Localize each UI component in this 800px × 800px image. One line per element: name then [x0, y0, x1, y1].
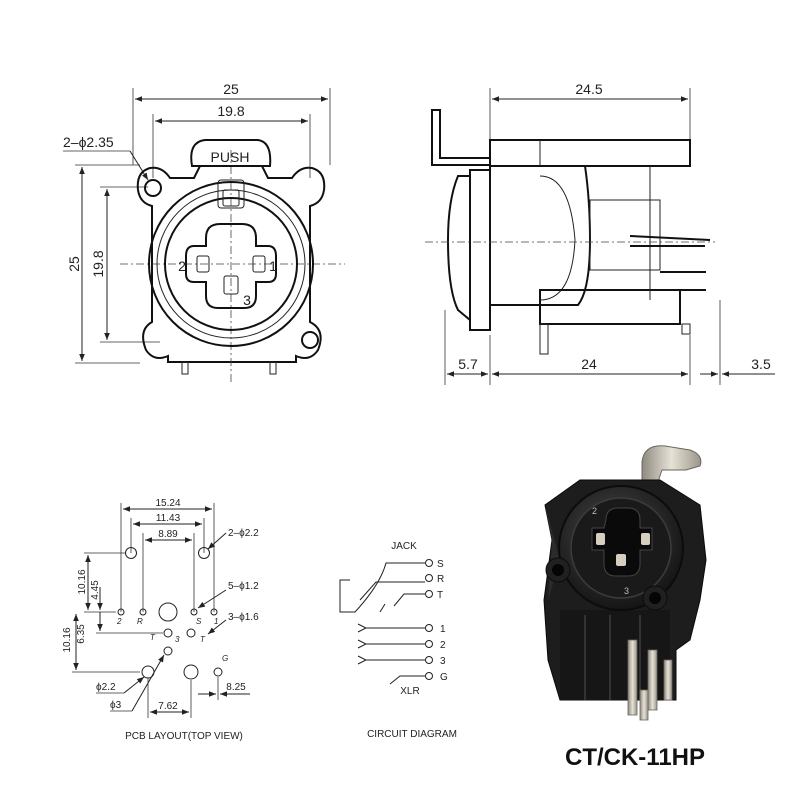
pad-label-2: 2 [116, 617, 122, 626]
circuit-caption: CIRCUIT DIAGRAM [367, 729, 457, 740]
xlr-terminal-1: 1 [440, 624, 446, 635]
pin [663, 659, 673, 701]
pad-label-r: R [137, 617, 143, 626]
jack-label: JACK [391, 541, 417, 552]
pin-1-label: 1 [269, 258, 277, 274]
dim-10-16-top: 10.16 [77, 569, 88, 594]
xlr-label: XLR [400, 686, 419, 697]
jack-terminal-r: R [437, 574, 444, 585]
xlr-terminal-g: G [440, 672, 448, 683]
pad-label-1: 1 [214, 617, 218, 626]
mount-hole-top-left [144, 179, 162, 197]
dim-top-length: 24.5 [575, 81, 602, 97]
dim-11-43: 11.43 [156, 513, 181, 524]
dim-5-holes: 5–ϕ1.2 [228, 581, 259, 592]
combo-opening [185, 223, 277, 309]
pcb-layout: 15.24 11.43 8.89 2–ϕ2.2 2 R S 1 5–ϕ1.2 3… [62, 498, 259, 742]
pad-label-g: G [222, 654, 228, 663]
dim-hole-spacing-height: 19.8 [90, 250, 106, 277]
pad-label-3: 3 [175, 635, 180, 644]
dim-6-35: 6.35 [76, 624, 87, 644]
mount-hole-bottom-right [301, 331, 319, 349]
pin [639, 689, 649, 721]
push-latch [190, 139, 272, 167]
pin-2-label: 2 [178, 258, 186, 274]
dim-overall-height: 25 [66, 256, 82, 272]
dim-pins: 3.5 [751, 356, 771, 372]
dim-8-25: 8.25 [226, 682, 246, 693]
side-view: 24.5 5.7 24 3.5 [425, 81, 775, 385]
dim-overall-width: 25 [223, 81, 239, 97]
dim-4-45: 4.45 [90, 580, 101, 600]
front-flange-outline [136, 165, 326, 363]
pcb-layout-caption: PCB LAYOUT(TOP VIEW) [125, 731, 243, 742]
xlr-terminal-3: 3 [440, 656, 446, 667]
model-name: CT/CK-11HP [565, 744, 705, 771]
dim-8-89: 8.89 [158, 529, 178, 540]
jack-terminal-t: T [437, 590, 443, 601]
circuit-diagram: JACK S R T 1 2 3 G XLR CIRCUIT DIAGRAM [339, 541, 457, 740]
dim-10-16-bottom: 10.16 [62, 627, 73, 652]
dim-15-24: 15.24 [155, 498, 180, 509]
pad-label-t1: T [150, 633, 156, 642]
dim-7-62: 7.62 [158, 701, 178, 712]
dim-phi-2-2: ϕ2.2 [96, 682, 116, 693]
push-label: PUSH [211, 149, 250, 165]
pad-label-s: S [196, 617, 202, 626]
pin-3-label: 3 [243, 292, 251, 308]
dim-3-holes: 3–ϕ1.6 [228, 612, 259, 623]
dim-hole-spacing-width: 19.8 [217, 103, 244, 119]
dim-2-holes: 2–ϕ2.2 [228, 528, 259, 539]
jack-terminal-s: S [437, 559, 444, 570]
face-number-3: 3 [624, 586, 629, 596]
dim-mount-holes: 2–ϕ2.35 [63, 134, 114, 150]
dim-phi-3: ϕ3 [110, 700, 122, 711]
pad-label-t2: T [200, 635, 206, 644]
front-ring-inner [164, 197, 298, 331]
front-view: 25 19.8 2–ϕ2.35 25 19.8 PUSH [63, 81, 345, 385]
xlr-terminal-2: 2 [440, 640, 446, 651]
dim-body: 24 [581, 356, 597, 372]
product-photo: 2 3 CT/CK-11HP [543, 445, 707, 771]
dim-front: 5.7 [458, 356, 478, 372]
pin [627, 639, 638, 716]
front-ring-outer [148, 181, 314, 347]
pin [647, 649, 658, 711]
face-number-2: 2 [592, 506, 597, 516]
